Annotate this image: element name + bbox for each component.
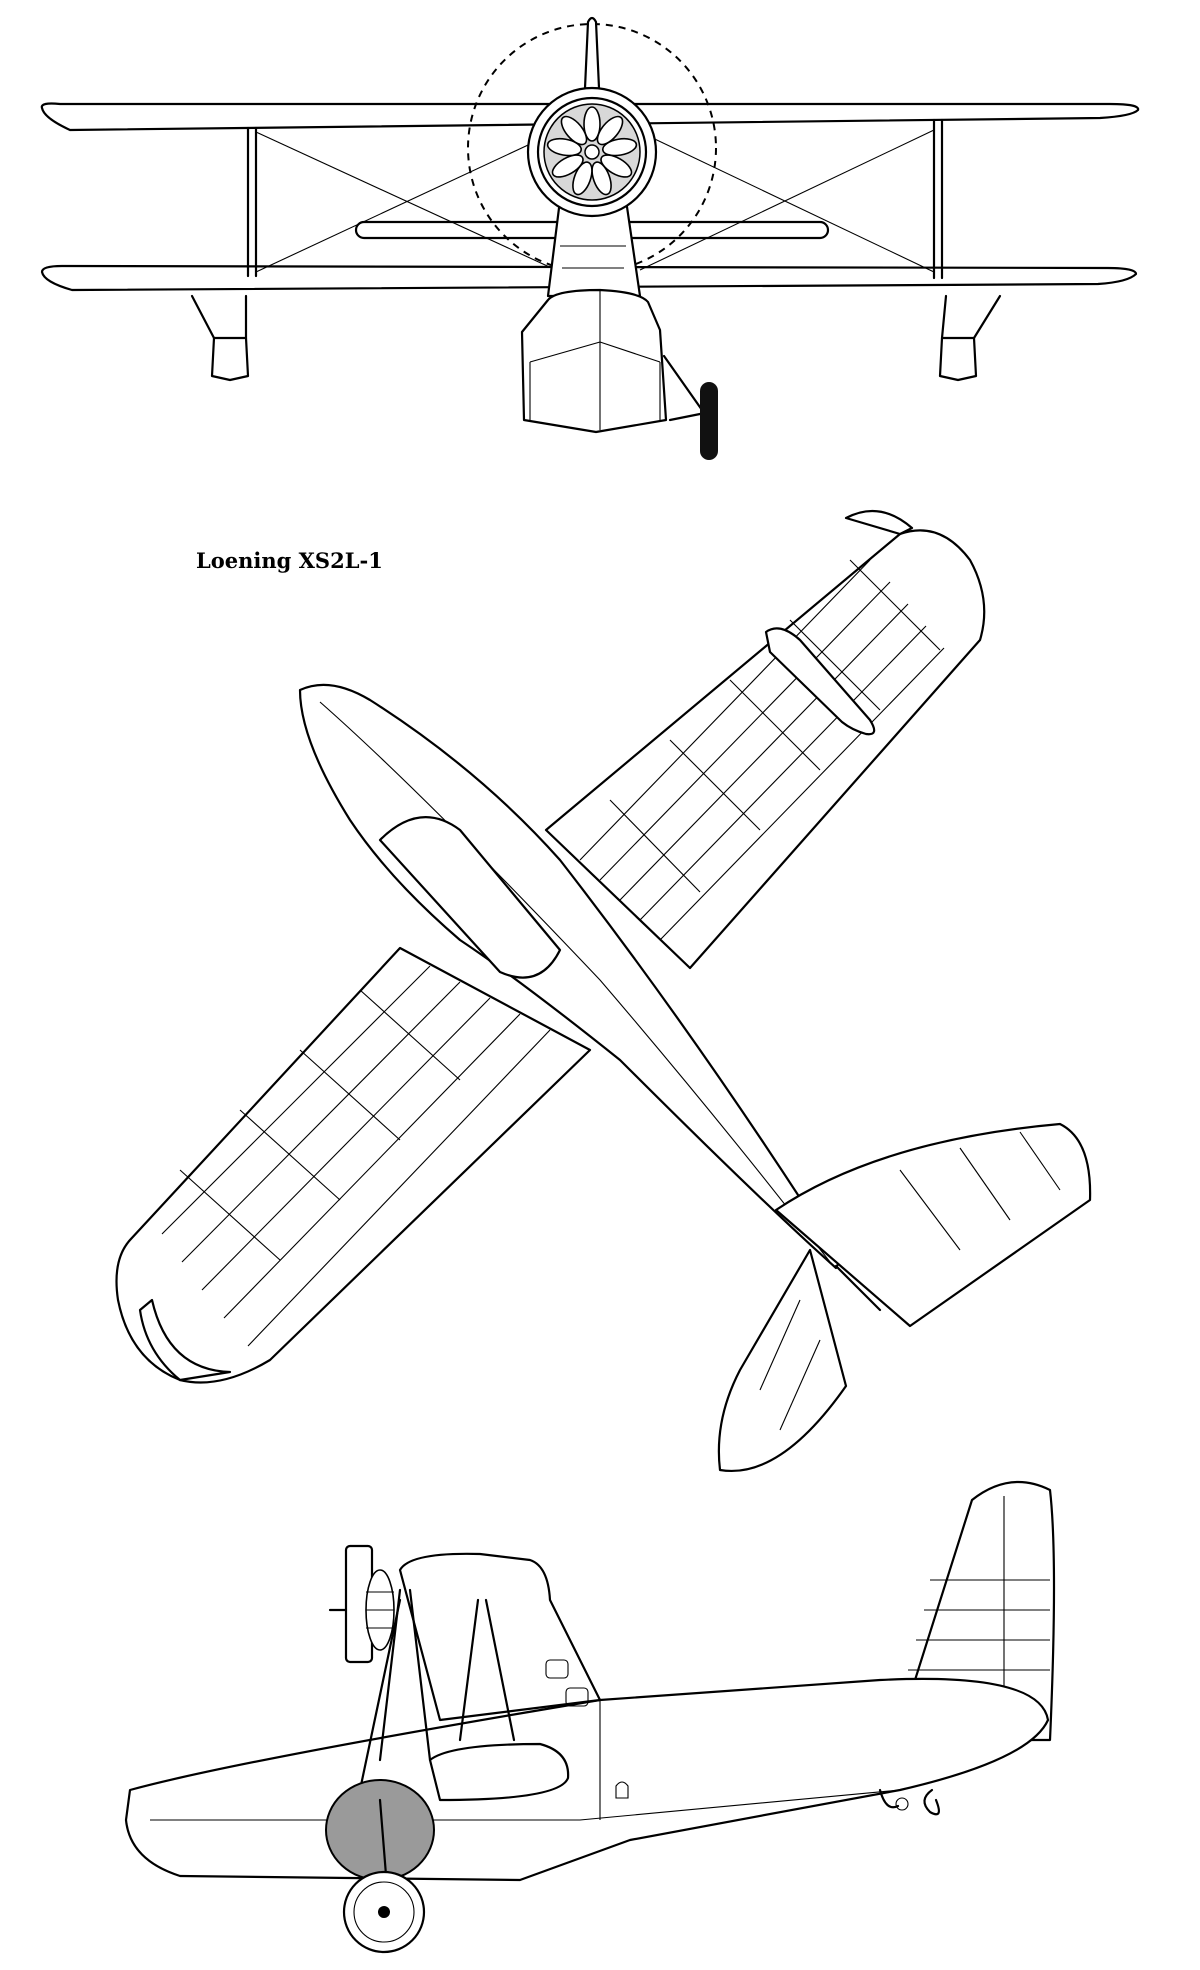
front-view xyxy=(40,16,1140,460)
top-tailplane-right xyxy=(774,1122,1092,1328)
front-gear-strut xyxy=(662,354,704,412)
front-wheel-icon xyxy=(700,382,718,460)
front-float-left xyxy=(210,336,250,382)
top-wing-left-ribs xyxy=(161,965,551,1347)
top-wing-lower-left-tip xyxy=(138,1298,232,1382)
side-hull xyxy=(124,1677,1050,1882)
side-cabin xyxy=(398,1552,602,1722)
front-propeller-arc xyxy=(467,23,717,273)
side-fin xyxy=(894,1480,1056,1742)
side-engine-icon xyxy=(365,1569,395,1651)
radial-engine-icon xyxy=(543,103,641,201)
side-lower-wing xyxy=(428,1742,570,1802)
side-view xyxy=(124,1480,1056,1954)
front-float-right xyxy=(938,336,978,382)
aircraft-designation: Loening XS2L-1 xyxy=(196,548,383,573)
top-wing-lower-left xyxy=(115,946,592,1384)
side-struts xyxy=(358,1588,516,1792)
top-wing-upper-right xyxy=(544,529,986,970)
side-gear-well xyxy=(325,1779,435,1881)
side-hatch xyxy=(615,1781,629,1799)
top-tailplane-left xyxy=(717,1248,848,1473)
top-wing-right-ribs xyxy=(579,559,945,941)
front-hull xyxy=(520,288,668,434)
top-tail-tip xyxy=(834,1264,882,1312)
top-tail-ribs xyxy=(759,1131,1061,1431)
top-float-right xyxy=(764,627,876,736)
side-cabin-windows xyxy=(545,1659,589,1707)
side-water-rudder-icon xyxy=(923,1788,941,1816)
top-wing-upper-right-tip xyxy=(844,509,914,536)
top-engine-nacelle xyxy=(378,816,562,979)
top-view xyxy=(115,509,1092,1473)
front-bracing-wires xyxy=(255,129,935,273)
